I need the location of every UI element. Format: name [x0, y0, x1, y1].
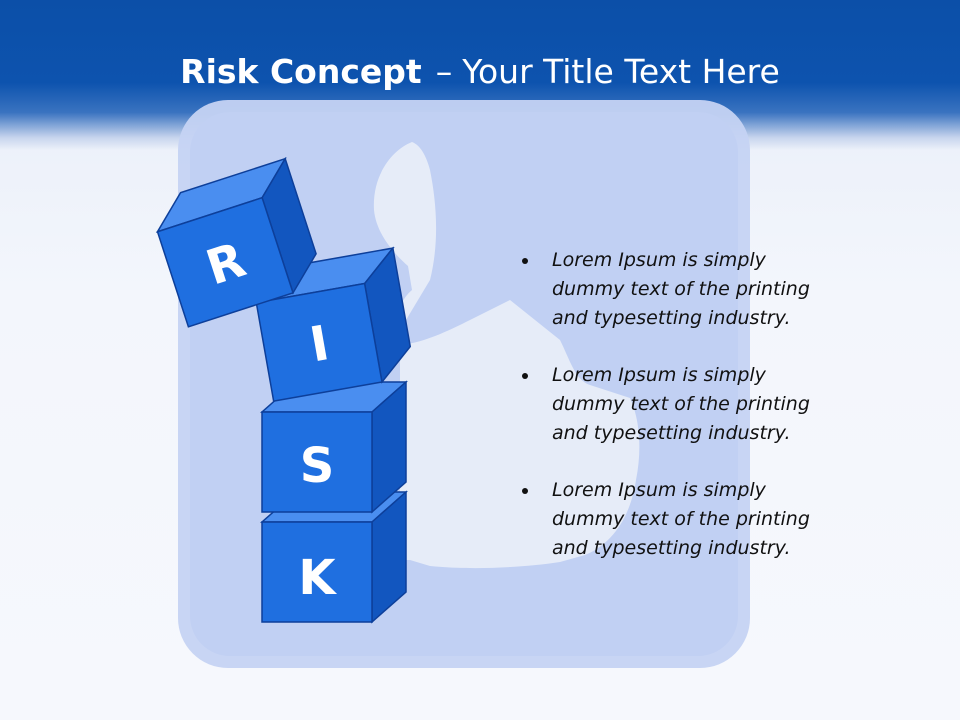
block-r: R [155, 156, 317, 328]
title-subtitle: Your Title Text Here [462, 52, 780, 91]
title-bold: Risk Concept [180, 52, 422, 91]
bullet-text: Lorem Ipsum is simply dummy text of the … [552, 479, 810, 559]
bullet-dot-icon [522, 373, 528, 379]
block-letter-k: K [298, 550, 337, 606]
block-k: K [260, 490, 408, 624]
bullet-text: Lorem Ipsum is simply dummy text of the … [552, 364, 810, 444]
block-letter-s: S [300, 438, 335, 494]
bullet-item: Lorem Ipsum is simply dummy text of the … [520, 476, 840, 563]
title-separator: – [435, 52, 453, 91]
bullet-item: Lorem Ipsum is simply dummy text of the … [520, 246, 840, 333]
block-s: S [260, 380, 408, 514]
bullet-dot-icon [522, 258, 528, 264]
bullet-item: Lorem Ipsum is simply dummy text of the … [520, 361, 840, 448]
bullet-dot-icon [522, 488, 528, 494]
bullet-text: Lorem Ipsum is simply dummy text of the … [552, 249, 810, 329]
slide-title: Risk Concept–Your Title Text Here [0, 52, 960, 91]
bullet-list: Lorem Ipsum is simply dummy text of the … [520, 246, 840, 591]
